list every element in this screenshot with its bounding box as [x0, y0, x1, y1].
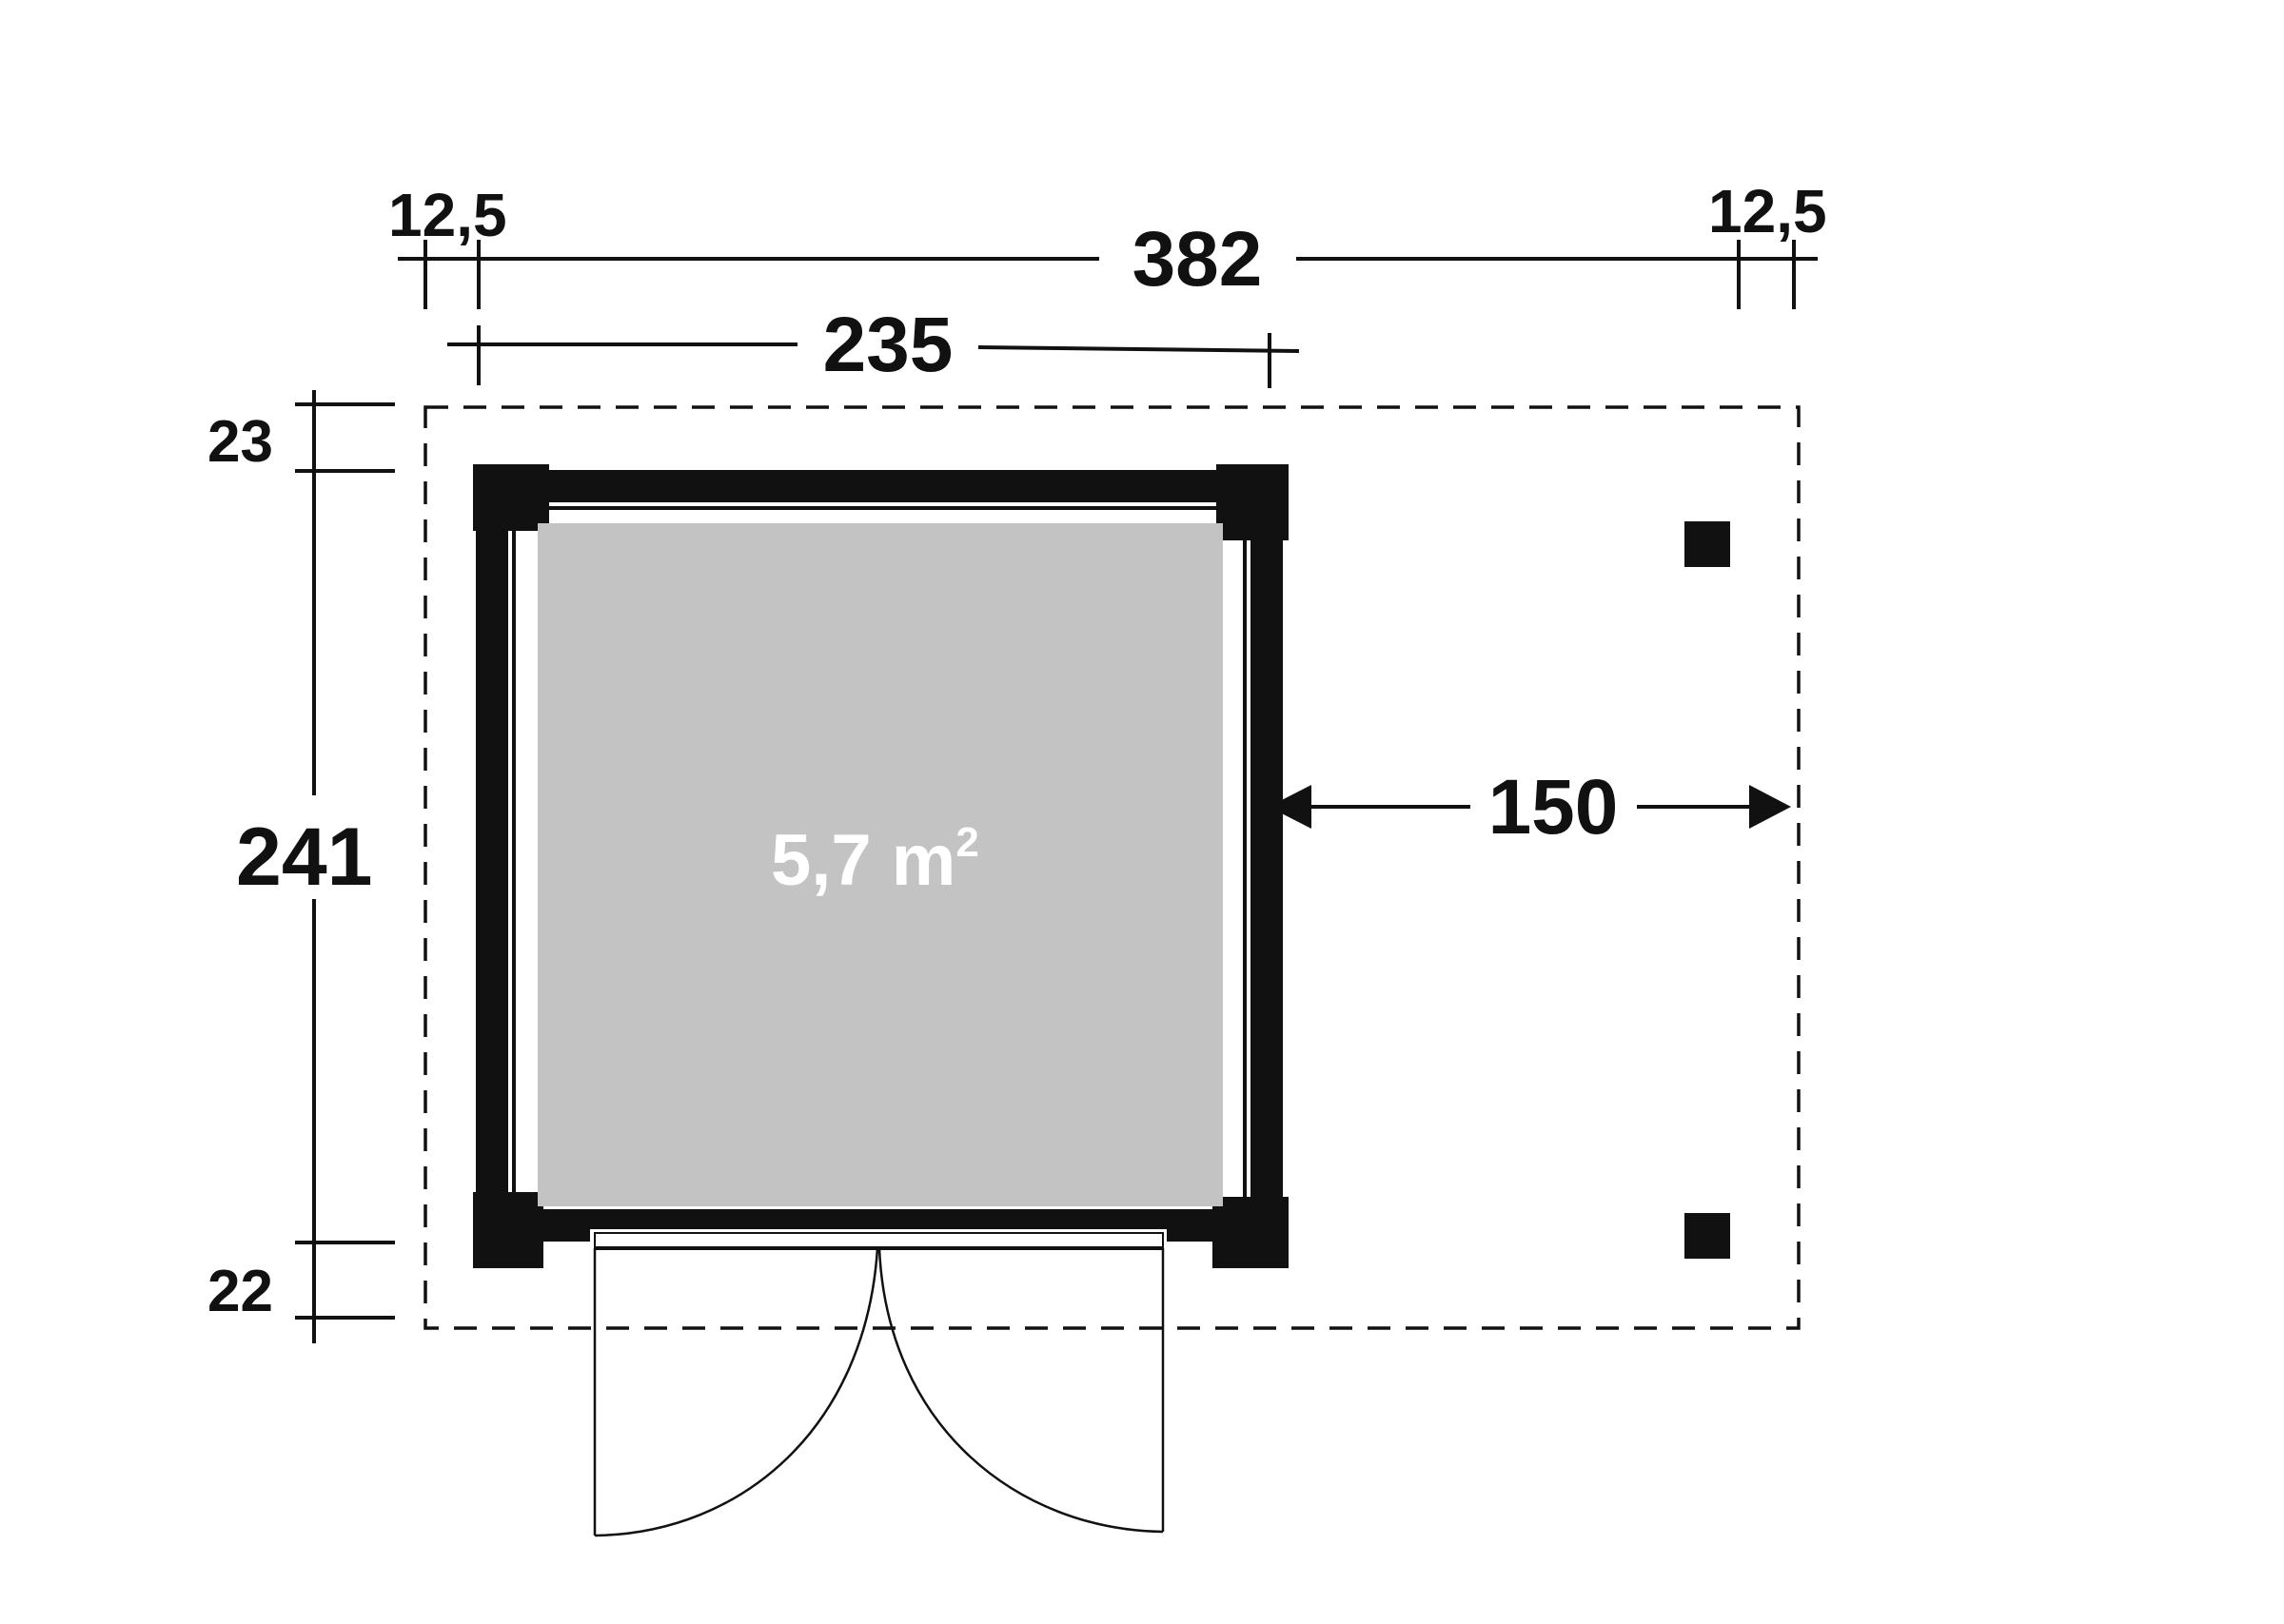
canopy-post-bottom [1684, 1213, 1730, 1259]
corner-post-top-left [473, 464, 549, 531]
door-threshold-frame [594, 1232, 1164, 1249]
overhang-right-label: 12,5 [1708, 177, 1827, 245]
roof-outline [423, 405, 1801, 1330]
floor-area-superscript: 2 [955, 819, 978, 866]
floor-area [538, 523, 1223, 1206]
total-depth-label: 241 [236, 812, 373, 903]
canopy-width-label: 150 [1488, 764, 1619, 851]
arrow-right-icon [1749, 785, 1791, 829]
floor-area-value: 5,7 m [771, 820, 955, 901]
door-swing-right [877, 1247, 1164, 1534]
total-width-label: 382 [1132, 216, 1263, 303]
door-swing-left [594, 1247, 879, 1537]
arrow-left-icon [1269, 785, 1311, 829]
dim-line-house-width-right [977, 345, 1300, 353]
overhang-bottom-label: 22 [207, 1259, 273, 1324]
overhang-left-label: 12,5 [388, 181, 507, 249]
overhang-top-label: 23 [207, 409, 273, 475]
house-walls [476, 470, 1283, 1242]
corner-post-top-right [1216, 464, 1289, 540]
house-width-label: 235 [823, 302, 954, 388]
canopy-post-top [1684, 521, 1730, 567]
floor-area-label: 5,7 m2 [771, 819, 979, 901]
corner-post-bottom-right [1212, 1197, 1289, 1268]
corner-post-bottom-left [473, 1192, 543, 1268]
